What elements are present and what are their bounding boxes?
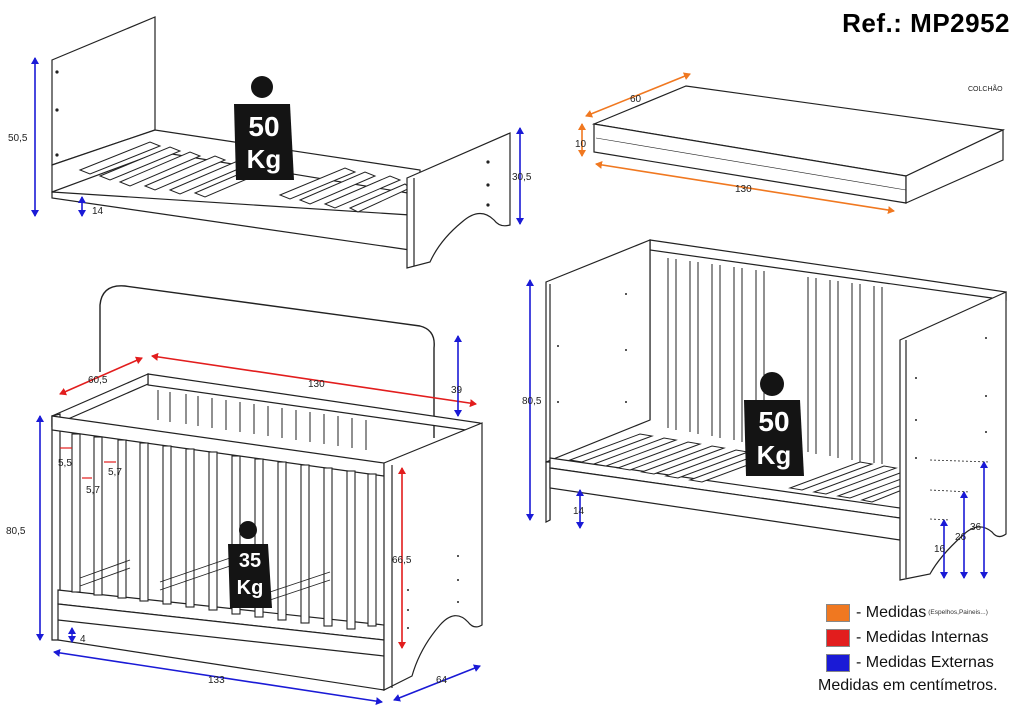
- legend: - Medidas (Espelhos,Paineis...) - Medida…: [818, 600, 1016, 695]
- mattress-thickness: 10: [575, 139, 587, 150]
- crib-height-total: 80,5: [6, 526, 26, 537]
- mattress-width: 60: [630, 94, 642, 105]
- bed-slats: [78, 141, 411, 213]
- reference-title: Ref.: MP2952: [842, 8, 1010, 38]
- bed-height-head: 50,5: [8, 133, 28, 144]
- bed-footboard: [406, 132, 511, 269]
- mattress-dimensions: 60 10 130: [575, 72, 895, 215]
- daybed-level-3: 36: [970, 522, 982, 533]
- legend-item-internal: - Medidas Internas: [826, 625, 1016, 650]
- crib-view: [51, 285, 483, 691]
- bed-height-foot: 30,5: [512, 172, 532, 183]
- crib-arc-height: 39: [451, 385, 463, 396]
- legend-label-panels: - Medidas: [856, 603, 927, 621]
- bed-weight-unit: Kg: [247, 144, 282, 174]
- crib-length-total: 133: [208, 675, 225, 686]
- legend-note-panels: (Espelhos,Paineis...): [928, 609, 988, 616]
- daybed-right-panel: [899, 291, 1007, 581]
- crib-front-bars: [71, 433, 377, 630]
- daybed-dimensions: 80,5 14 16 26 36: [522, 279, 991, 579]
- crib-weight-unit: Kg: [237, 577, 264, 599]
- bed-floor-gap: 14: [92, 206, 104, 217]
- legend-label-external: - Medidas Externas: [856, 653, 994, 671]
- crib-inner-height: 66,5: [392, 555, 412, 566]
- crib-floor-gap: 4: [80, 634, 86, 645]
- crib-weight-value: 35: [239, 550, 261, 572]
- mattress-length: 130: [735, 184, 752, 195]
- crib-weight: 35 Kg: [228, 521, 272, 608]
- legend-footer: Medidas em centímetros.: [818, 677, 998, 694]
- daybed-level-2: 26: [955, 532, 967, 543]
- legend-item-panels: - Medidas (Espelhos,Paineis...): [826, 600, 1016, 625]
- crib-slats: [79, 557, 331, 601]
- daybed-weight-unit: Kg: [757, 440, 792, 470]
- legend-item-external: - Medidas Externas: [826, 650, 1016, 675]
- daybed-view: [545, 239, 1007, 581]
- legend-swatch-orange: [826, 603, 850, 622]
- bed-dimensions: 50,5 30,5 14: [8, 57, 532, 225]
- crib-dimensions: 60,5 130 39 80,5 66,5 5,5 5,7 5,7 4 133 …: [6, 335, 481, 706]
- daybed-weight-value: 50: [758, 406, 789, 437]
- crib-depth-total: 64: [436, 675, 448, 686]
- legend-label-internal: - Medidas Internas: [856, 628, 989, 646]
- mattress-label: COLCHÃO: [968, 84, 1003, 93]
- crib-gap-c: 5,7: [108, 467, 122, 478]
- daybed-weight: 50 Kg: [744, 372, 804, 476]
- crib-canopy-arc: [99, 285, 435, 438]
- crib-length-inner: 130: [308, 379, 325, 390]
- mattress-view: [591, 85, 1006, 204]
- bed-weight: 50 Kg: [234, 76, 294, 180]
- crib-gap-a: 5,5: [58, 458, 72, 469]
- crib-gap-b: 5,7: [86, 485, 100, 496]
- crib-depth-inner: 60,5: [88, 375, 108, 386]
- crib-back-bars: [157, 390, 367, 450]
- bed-weight-value: 50: [248, 111, 279, 142]
- legend-swatch-red: [826, 628, 850, 647]
- daybed-height-total: 80,5: [522, 396, 542, 407]
- daybed-left-panel: [545, 239, 651, 463]
- crib-right-panel: [383, 422, 483, 691]
- daybed-slats: [568, 433, 934, 503]
- daybed-floor-gap: 14: [573, 506, 585, 517]
- daybed-level-1: 16: [934, 544, 946, 555]
- legend-swatch-blue: [826, 653, 850, 672]
